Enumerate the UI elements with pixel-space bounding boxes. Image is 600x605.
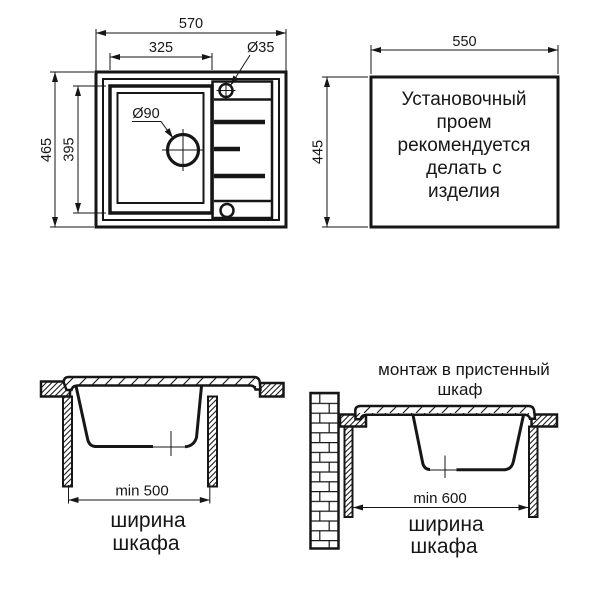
- dim-550-label: 550: [452, 34, 476, 50]
- alternate-tap-hole: [219, 202, 235, 219]
- bowl-right-wall: [184, 385, 203, 449]
- sink-top-view: [94, 70, 288, 229]
- cutout-rectangle: [369, 75, 560, 229]
- dim-325-label: 325: [149, 40, 173, 56]
- sink-rim-profile-2: [354, 404, 537, 421]
- dim-445-extension-lines: [322, 76, 368, 228]
- note-line-5: изделия: [428, 181, 500, 202]
- drain-hole-centerlines: [162, 129, 204, 171]
- drainboard-panel: [211, 80, 274, 220]
- dim-445-label: 445: [311, 140, 327, 164]
- bowl-right-wall-2: [456, 414, 525, 472]
- note-line-3: рекомендуется: [398, 135, 531, 156]
- countertop-right-block-wall: [530, 413, 559, 428]
- wall-mount-title-2: шкаф: [438, 380, 483, 399]
- drain-diameter-label: Ø90: [132, 106, 159, 122]
- countertop-right-block: [258, 381, 285, 398]
- cabinet-left-wall: [62, 395, 73, 488]
- cabinet-right-wall-2: [528, 425, 539, 518]
- drain-hole-leader-line: [132, 121, 174, 139]
- cabinet-width-caption-3: ширина: [408, 513, 484, 536]
- sink-rim-profile: [62, 375, 262, 392]
- tap-hole-diameter-label: Ø35: [247, 40, 274, 56]
- cabinet-width-caption-1: ширина: [110, 509, 186, 532]
- note-line-4: делать с: [426, 158, 502, 179]
- tap-hole-leader-line: [230, 54, 251, 86]
- note-line-1: Установочный: [401, 89, 526, 110]
- section-wall-cabinet: монтаж в пристенный шкаф min 600 ширина …: [309, 360, 559, 558]
- tap-hole-centerlines: [216, 81, 236, 100]
- cutout-note: Установочный проем рекомендуется делать …: [398, 89, 531, 202]
- note-line-2: проем: [436, 112, 491, 133]
- sink-outer-edge: [94, 70, 288, 229]
- dim-min600-label: min 600: [413, 490, 466, 507]
- cabinet-right-wall: [207, 395, 218, 488]
- dim-465-label: 465: [39, 138, 55, 162]
- cabinet-left-batten: [343, 425, 354, 518]
- bowl-inner-edge: [116, 92, 205, 204]
- bowl-section: [74, 385, 203, 456]
- drainboard-dividers: [214, 98, 271, 203]
- bowl-left-wall: [74, 385, 153, 448]
- brick-wall: [309, 391, 340, 550]
- dim-395-label: 395: [62, 137, 78, 161]
- cabinet-width-caption-2: шкафа: [112, 532, 179, 555]
- bowl-section-2: [411, 414, 525, 478]
- cutout-dimensions: [322, 45, 559, 228]
- section-standard-cabinet: min 500 ширина шкафа: [39, 375, 285, 555]
- bowl-left-wall-2: [411, 414, 431, 471]
- wall-mount-title-1: монтаж в пристенный: [378, 360, 550, 379]
- sink-rim-inner-edge: [102, 78, 280, 221]
- cabinet-width-caption-4: шкафа: [410, 535, 477, 558]
- cutout-view: 550 445 Установочный проем рекомендуется…: [311, 34, 560, 229]
- top-view-dimensions: [50, 29, 287, 228]
- top-view-labels: 570 325 465 395 Ø35 Ø90: [39, 16, 274, 162]
- dim-min500-label: min 500: [115, 483, 168, 500]
- dim-570-label: 570: [179, 16, 203, 32]
- dim-570-extension-lines: [95, 29, 287, 71]
- section-standard-dimension: [68, 484, 211, 504]
